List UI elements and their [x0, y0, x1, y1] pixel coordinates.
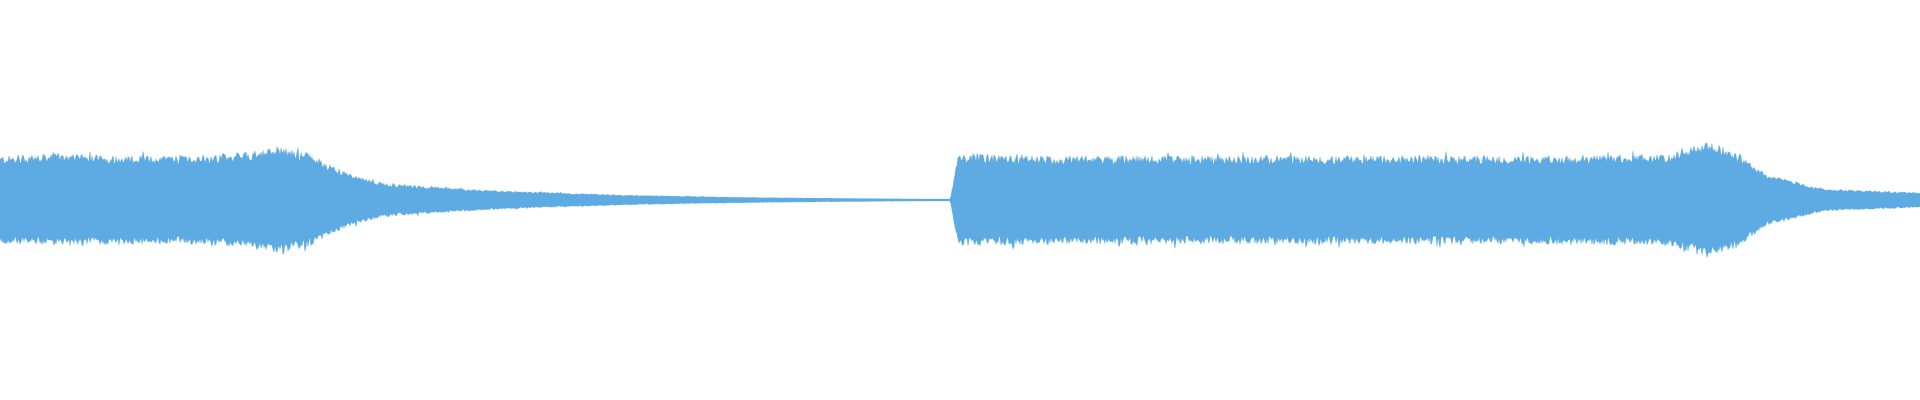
waveform-svg: [0, 142, 1920, 258]
audio-waveform: [0, 142, 1920, 258]
